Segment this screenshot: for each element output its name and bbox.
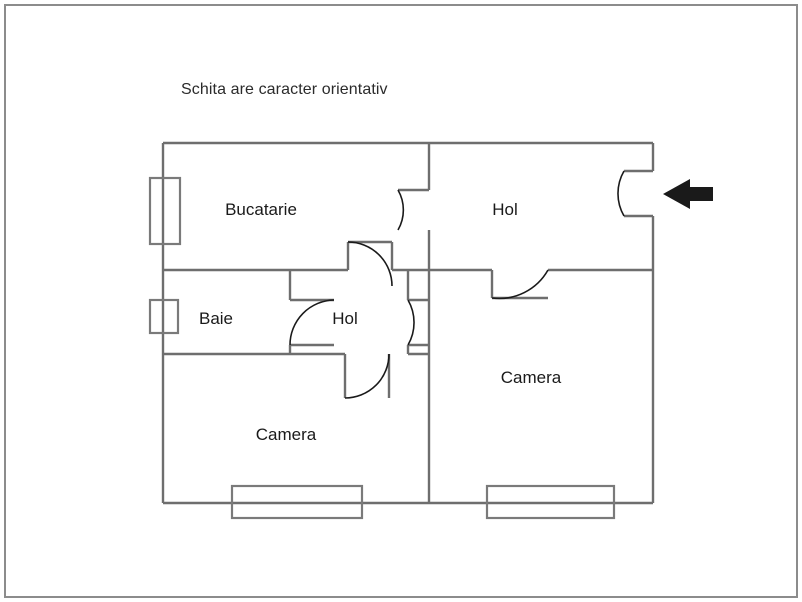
- door-entry-swing: [617, 170, 625, 217]
- room-label-bucatarie: Bucatarie: [225, 200, 297, 219]
- door-swing-group: [289, 170, 625, 399]
- window-group: [148, 176, 616, 520]
- door-hol-east-swing: [407, 299, 415, 346]
- room-label-camera-bottom-left: Camera: [256, 425, 317, 444]
- room-label-camera-bottom-right: Camera: [501, 368, 562, 387]
- page-title: Schita are caracter orientativ: [181, 81, 388, 98]
- page-border: [4, 4, 798, 598]
- room-label-hol-interior: Hol: [332, 309, 358, 328]
- wall-group: [161, 141, 655, 505]
- window-bucatarie-left: [148, 176, 182, 246]
- window-camera-bottom-left: [230, 484, 364, 520]
- room-label-baie: Baie: [199, 309, 233, 328]
- arrow-shaft: [688, 187, 713, 201]
- door-camera-bottom-right-swing: [491, 269, 549, 300]
- door-baie-swing: [289, 299, 335, 346]
- room-label-group: Bucatarie Hol Baie Hol Camera Camera: [199, 200, 562, 444]
- arrow-head-icon: [663, 179, 690, 209]
- room-label-hol-entry: Hol: [492, 200, 518, 219]
- window-camera-bottom-right: [485, 484, 616, 520]
- entry-direction-arrow: [663, 179, 713, 209]
- door-bucatarie-swing: [397, 189, 405, 231]
- window-baie-left: [148, 298, 180, 335]
- door-hol-north-swing: [347, 241, 393, 287]
- door-camera-bottom-left-swing: [344, 353, 390, 399]
